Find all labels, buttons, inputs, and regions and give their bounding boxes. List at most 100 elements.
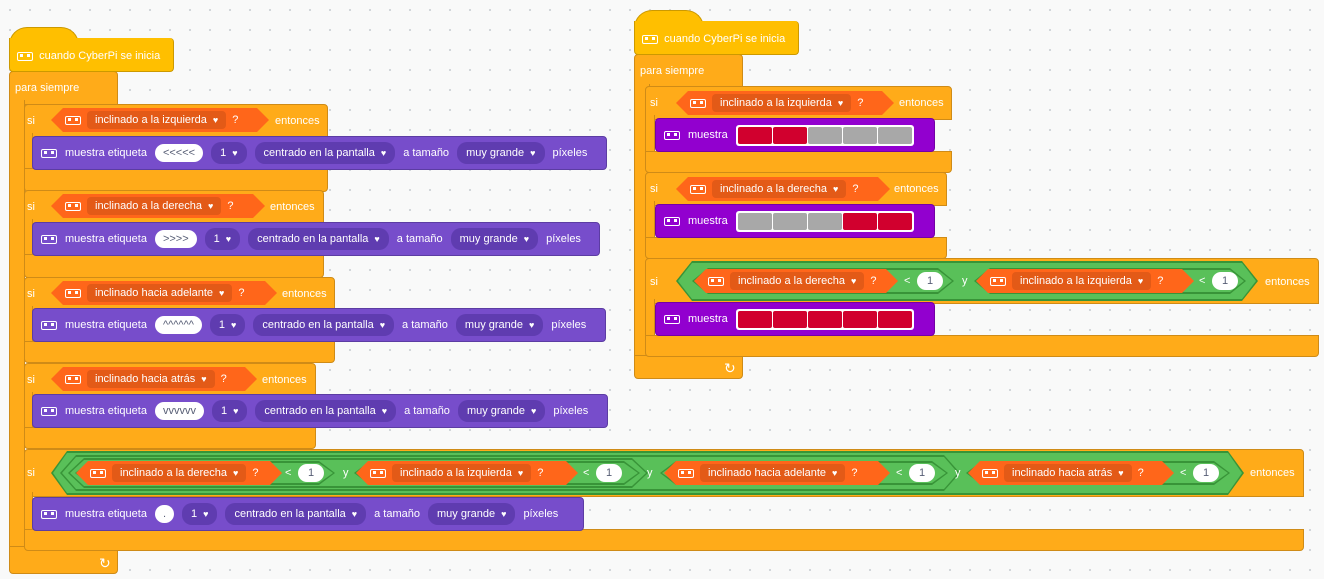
position-dropdown[interactable]: centrado en la pantalla♥ (253, 314, 395, 336)
line-dropdown[interactable]: 1♥ (211, 142, 247, 164)
tilt-dropdown[interactable]: inclinado a la izquierda♥ (712, 94, 852, 112)
led-3-red[interactable] (807, 310, 842, 328)
tilt-condition-back[interactable]: inclinado hacia atrás♥ ? (968, 461, 1174, 485)
size-dropdown[interactable]: muy grande♥ (428, 503, 516, 525)
tilt-condition-forward[interactable]: inclinado hacia adelante♥ ? (51, 281, 277, 305)
led-show-block-1[interactable]: muestra (655, 118, 935, 152)
tilt-condition-left[interactable]: inclinado a la izquierda♥ ? (676, 91, 894, 115)
number-input[interactable]: 1 (917, 272, 943, 290)
tilt-condition-left[interactable]: inclinado a la izquierda♥ ? (51, 108, 269, 132)
tilt-condition-right[interactable]: inclinado a la derecha♥ ? (51, 194, 265, 218)
position-dropdown[interactable]: centrado en la pantalla♥ (255, 400, 397, 422)
line-dropdown[interactable]: 1♥ (204, 228, 241, 250)
led-5-red[interactable] (877, 310, 912, 328)
when-cyberpi-starts-hat[interactable] (634, 21, 799, 55)
question-mark: ? (852, 183, 859, 195)
line-dropdown[interactable]: 1♥ (211, 400, 248, 422)
led-5-gray[interactable] (877, 126, 912, 144)
led-4-red[interactable] (842, 212, 877, 230)
if-label: si (27, 374, 35, 386)
pixels-text: píxeles (546, 233, 581, 245)
tilt-dropdown[interactable]: inclinado hacia atrás♥ (87, 370, 215, 388)
tilt-dropdown[interactable]: inclinado a la izquierda♥ (392, 464, 532, 482)
tilt-condition-left[interactable]: inclinado a la izquierda♥ ? (976, 269, 1194, 293)
number-input[interactable]: 1 (596, 464, 622, 482)
label-text-input[interactable]: ^^^^^^ (154, 316, 202, 334)
position-dropdown[interactable]: centrado en la pantalla♥ (248, 228, 389, 250)
size-dropdown[interactable]: muy grande♥ (457, 400, 546, 422)
led-show-block-3[interactable]: muestra (655, 302, 935, 336)
number-input[interactable]: 1 (909, 464, 935, 482)
led-2-gray[interactable] (772, 212, 807, 230)
number-input[interactable]: 1 (1212, 272, 1238, 290)
led-strip-picker[interactable] (735, 124, 914, 146)
led-4-red[interactable] (842, 310, 877, 328)
tilt-condition-left[interactable]: inclinado a la izquierda♥ ? (356, 461, 578, 485)
show-label-block-5[interactable]: muestra etiqueta . 1♥ centrado en la pan… (32, 497, 584, 531)
show-text: muestra (688, 215, 728, 227)
led-strip-picker[interactable] (735, 308, 914, 330)
tilt-dropdown[interactable]: inclinado a la derecha♥ (712, 180, 847, 198)
dropdown-arrow-icon: ♥ (832, 468, 838, 478)
led-1-red[interactable] (737, 310, 772, 328)
tilt-dropdown[interactable]: inclinado a la izquierda♥ (1012, 272, 1152, 290)
cyberpi-icon (642, 34, 658, 44)
cyberpi-icon (65, 288, 81, 298)
dropdown-arrow-icon: ♥ (1137, 276, 1144, 286)
label-text-input[interactable]: >>>> (154, 230, 197, 248)
cyberpi-icon (664, 314, 680, 324)
tilt-dropdown[interactable]: inclinado hacia adelante♥ (87, 284, 233, 302)
tilt-condition-right[interactable]: inclinado a la derecha♥ ? (676, 177, 890, 201)
label-text-input[interactable]: vvvvvv (154, 402, 204, 420)
led-3-gray[interactable] (807, 126, 842, 144)
led-2-red[interactable] (772, 126, 807, 144)
size-dropdown[interactable]: muy grande♥ (450, 228, 539, 250)
tilt-condition-right[interactable]: inclinado a la derecha♥ ? (76, 461, 282, 485)
line-dropdown[interactable]: 1♥ (209, 314, 246, 336)
tilt-dropdown[interactable]: inclinado a la izquierda♥ (87, 111, 227, 129)
when-cyberpi-starts-hat[interactable] (9, 38, 174, 72)
show-label-block-1[interactable]: muestra etiqueta <<<<< 1♥ centrado en la… (32, 136, 607, 170)
position-dropdown[interactable]: centrado en la pantalla♥ (225, 503, 367, 525)
cyberpi-icon (65, 115, 81, 125)
tilt-condition-back[interactable]: inclinado hacia atrás♥ ? (51, 367, 257, 391)
tilt-condition-forward[interactable]: inclinado hacia adelante♥ ? (664, 461, 890, 485)
led-strip-picker[interactable] (735, 210, 914, 232)
ifr2-bottom (645, 237, 947, 259)
position-dropdown[interactable]: centrado en la pantalla♥ (254, 142, 396, 164)
led-3-gray[interactable] (807, 212, 842, 230)
tilt-dropdown[interactable]: inclinado a la derecha♥ (730, 272, 865, 290)
tilt-dropdown[interactable]: inclinado hacia adelante♥ (700, 464, 846, 482)
led-2-red[interactable] (772, 310, 807, 328)
cyberpi-icon (41, 234, 57, 244)
dropdown-arrow-icon: ♥ (1118, 468, 1124, 478)
size-dropdown[interactable]: muy grande♥ (457, 142, 545, 164)
tilt-dropdown[interactable]: inclinado a la derecha♥ (112, 464, 247, 482)
led-show-block-2[interactable]: muestra (655, 204, 935, 238)
cyberpi-icon (17, 51, 33, 61)
label-text-input[interactable]: . (154, 505, 174, 523)
cyberpi-icon (990, 276, 1006, 286)
if-label: si (27, 467, 35, 479)
if3-bottom (24, 341, 335, 363)
led-1-gray[interactable] (737, 212, 772, 230)
tilt-dropdown[interactable]: inclinado hacia atrás♥ (1004, 464, 1132, 482)
dropdown-arrow-icon: ♥ (219, 288, 225, 298)
show-label-block-2[interactable]: muestra etiqueta >>>> 1♥ centrado en la … (32, 222, 600, 256)
led-5-red[interactable] (877, 212, 912, 230)
number-input[interactable]: 1 (298, 464, 324, 482)
and-label: y (955, 467, 961, 479)
number-input[interactable]: 1 (1193, 464, 1219, 482)
then-label: entonces (1265, 276, 1310, 288)
tilt-condition-right[interactable]: inclinado a la derecha♥ ? (694, 269, 898, 293)
label-text-input[interactable]: <<<<< (154, 144, 204, 162)
less-than-label: < (1180, 467, 1187, 479)
led-4-gray[interactable] (842, 126, 877, 144)
tilt-dropdown[interactable]: inclinado a la derecha♥ (87, 197, 222, 215)
line-dropdown[interactable]: 1♥ (182, 503, 218, 525)
led-1-red[interactable] (737, 126, 772, 144)
size-dropdown[interactable]: muy grande♥ (455, 314, 544, 336)
show-label-block-4[interactable]: muestra etiqueta vvvvvv 1♥ centrado en l… (32, 394, 608, 428)
forever-top[interactable] (634, 54, 743, 88)
show-label-block-3[interactable]: muestra etiqueta ^^^^^^ 1♥ centrado en l… (32, 308, 606, 342)
